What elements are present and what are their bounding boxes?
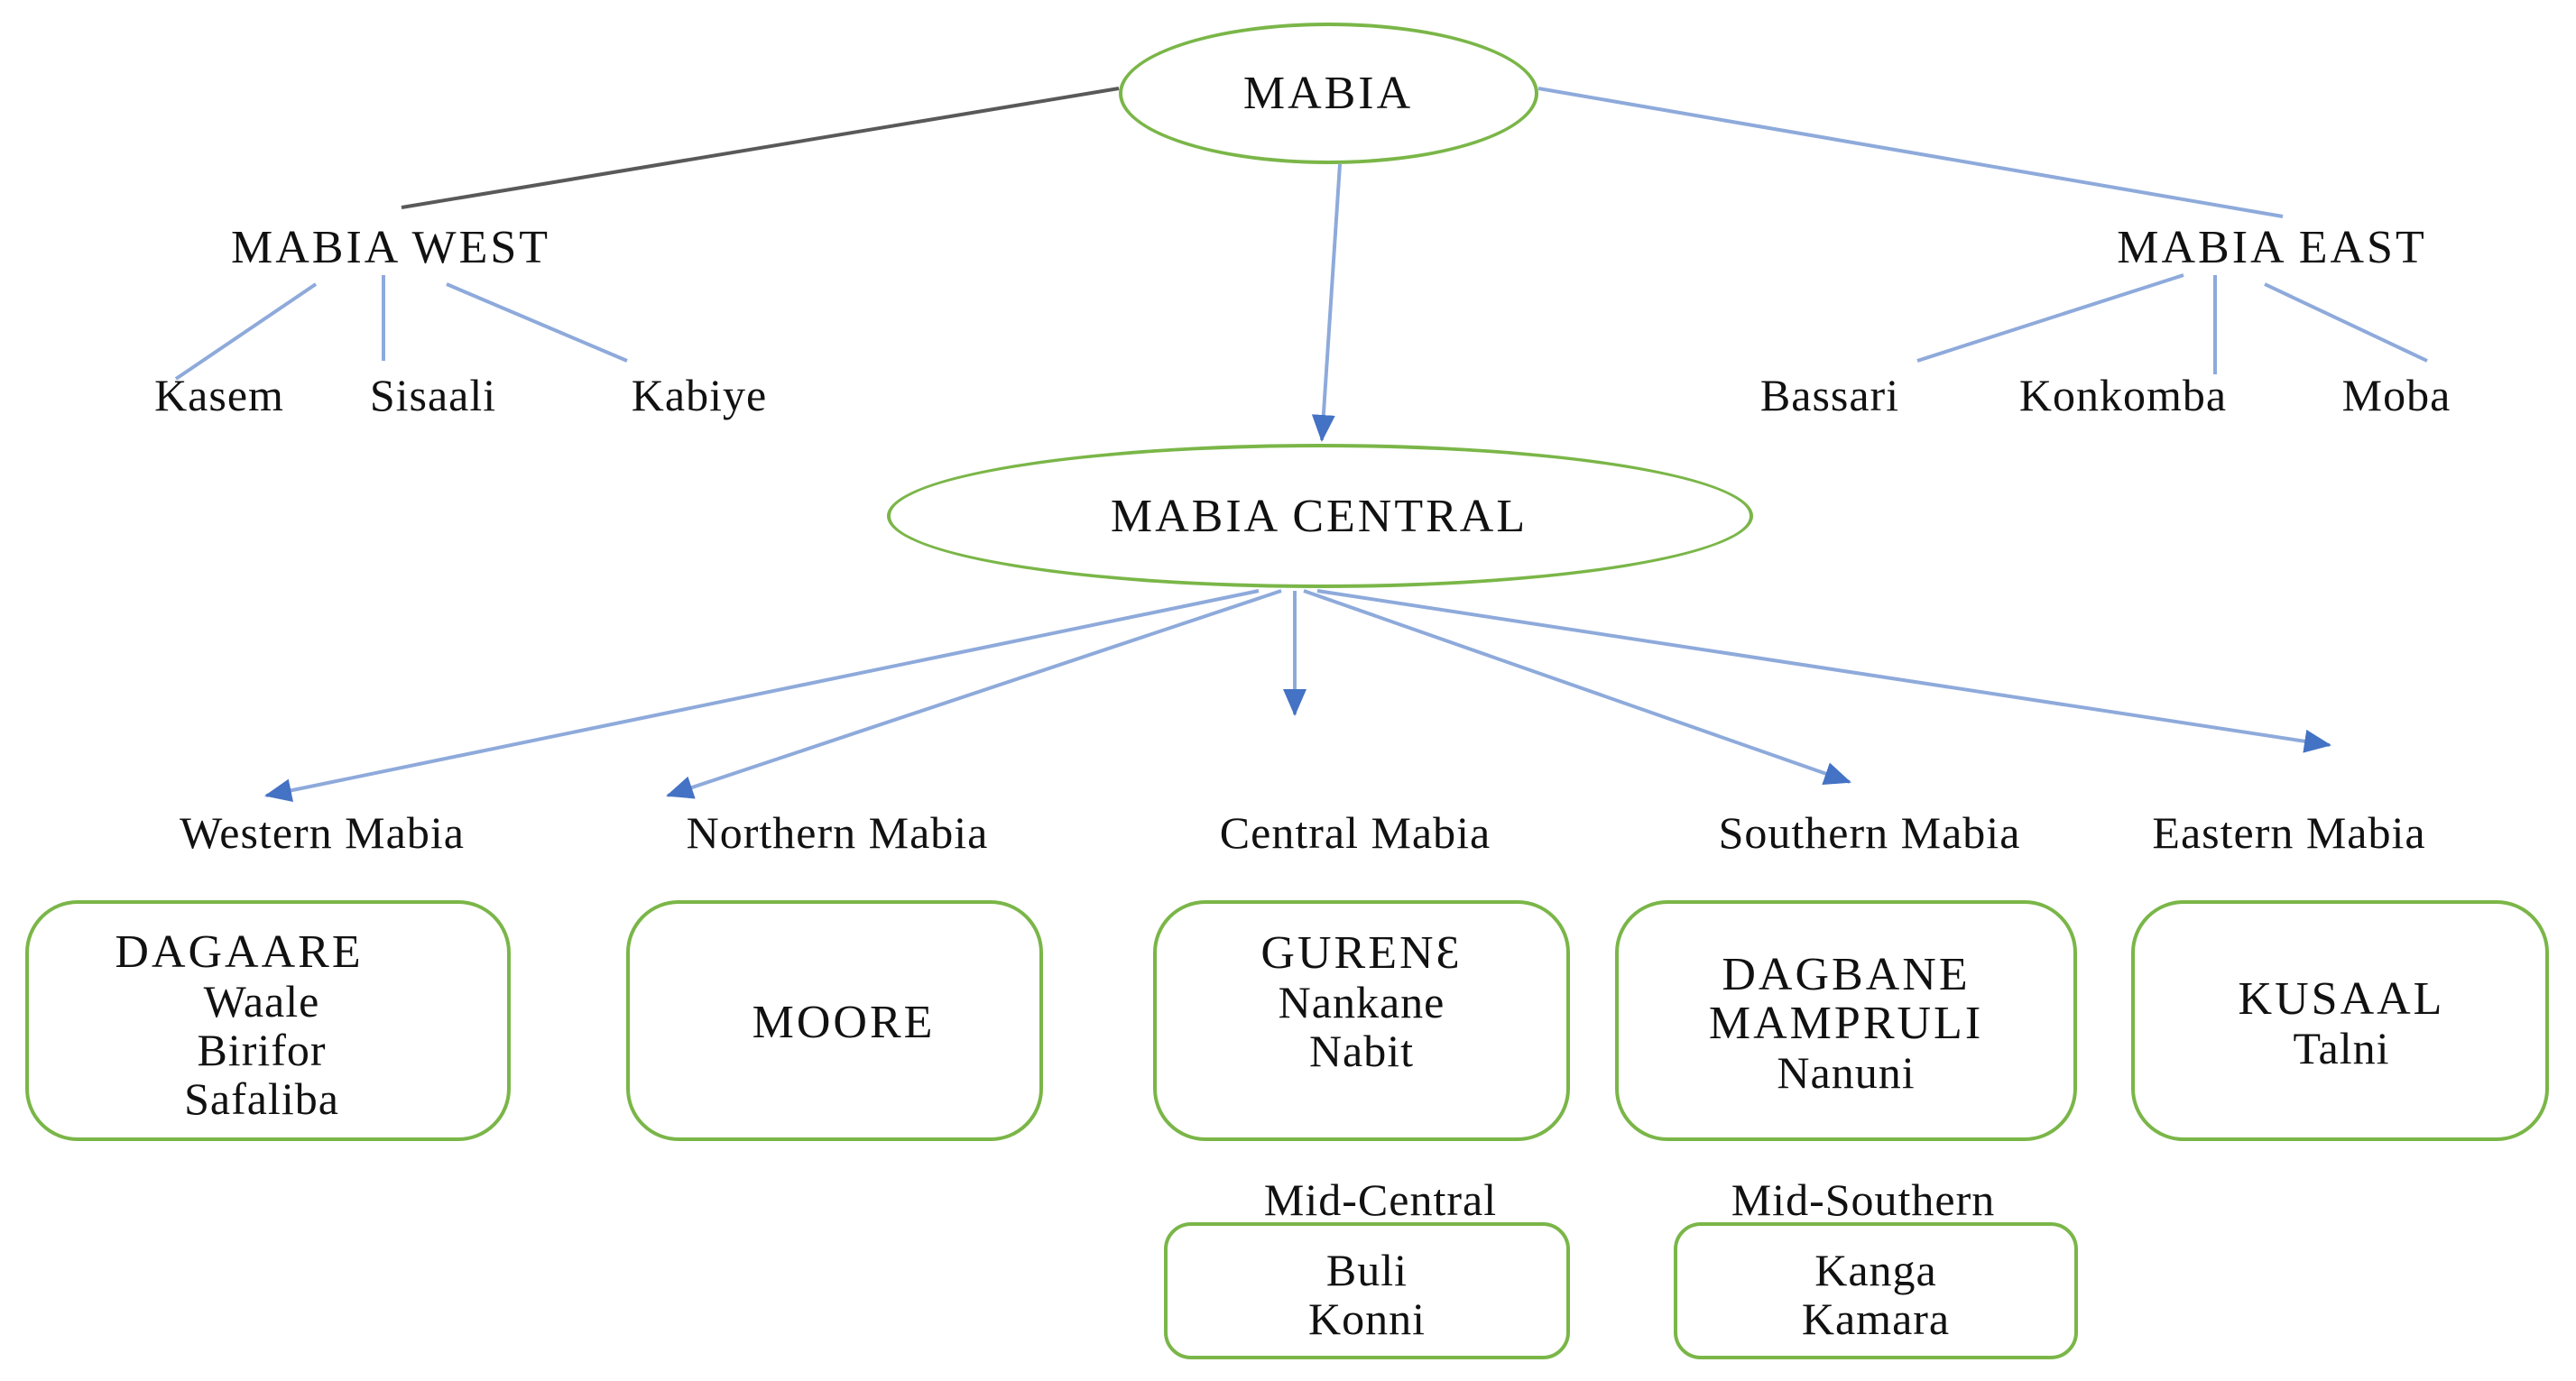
- language-talni: Talni: [2293, 1023, 2390, 1073]
- root-node: [1119, 23, 1538, 164]
- subgroup-label-mid-southern: Mid-Southern: [1731, 1174, 1996, 1225]
- branch-label-western: Western Mabia: [180, 807, 465, 858]
- central-node: [887, 444, 1753, 588]
- west-child-kabiye: Kabiye: [631, 370, 768, 420]
- language-dagaare: DAGAARE: [115, 926, 364, 978]
- subgroup-box-mid-central: [1164, 1222, 1570, 1359]
- central-to-western-arrow: [264, 589, 1260, 803]
- branch-box-central: [1153, 900, 1570, 1141]
- root-to-east-line: [1537, 87, 2284, 218]
- east-to-moba-line: [2264, 282, 2428, 363]
- branch-box-eastern-text: KUSAAL Talni: [2239, 975, 2445, 1073]
- central-label: MABIA CENTRAL: [1110, 491, 1528, 542]
- west-to-kabiye-line: [446, 282, 628, 363]
- central-to-southern-arrow: [1303, 589, 1851, 786]
- subgroup-label-mid-central: Mid-Central: [1263, 1174, 1498, 1225]
- language-safaliba: Safaliba: [184, 1073, 339, 1124]
- language-gurene: GURENƐ: [1260, 927, 1463, 979]
- branch-box-eastern: [2131, 900, 2549, 1141]
- east-child-moba: Moba: [2341, 370, 2451, 420]
- root-to-west-line: [401, 87, 1120, 209]
- language-kusaal: KUSAAL: [2238, 973, 2445, 1025]
- branch-box-southern-text: DAGBANE MAMPRULI Nanuni: [1708, 949, 1984, 1098]
- branch-box-central-text: GURENƐ Nankane Nabit: [1260, 927, 1463, 1076]
- east-child-bassari: Bassari: [1759, 370, 1900, 420]
- branch-box-northern-text: MOORE: [752, 999, 936, 1047]
- subgroup-box-mid-southern: [1674, 1222, 2078, 1359]
- language-dagbane: DAGBANE: [1722, 949, 1971, 1000]
- east-to-bassari-line: [1916, 273, 2184, 363]
- west-to-kasem-line: [174, 282, 318, 381]
- branch-label-eastern: Eastern Mabia: [2152, 807, 2426, 858]
- branch-label-northern: Northern Mabia: [686, 807, 989, 858]
- branch-box-western: [25, 900, 511, 1141]
- language-kamara: Kamara: [1801, 1294, 1951, 1344]
- language-buli: Buli: [1325, 1245, 1408, 1295]
- west-group-label: MABIA WEST: [230, 222, 551, 273]
- west-child-sisaali: Sisaali: [369, 370, 497, 420]
- branch-box-northern: [626, 900, 1043, 1141]
- language-nabit: Nabit: [1308, 1026, 1415, 1076]
- language-waale: Waale: [203, 976, 320, 1027]
- central-to-eastern-arrow: [1316, 589, 2331, 753]
- west-child-kasem: Kasem: [154, 370, 284, 420]
- central-to-northern-arrow: [666, 589, 1282, 799]
- branch-label-central: Central Mabia: [1219, 807, 1491, 858]
- language-birifor: Birifor: [197, 1025, 327, 1075]
- language-nanuni: Nanuni: [1777, 1047, 1916, 1098]
- language-kanga: Kanga: [1814, 1245, 1937, 1295]
- branch-box-western-text: DAGAARE Waale Birifor Safaliba: [115, 928, 385, 1124]
- root-label: MABIA: [1242, 68, 1414, 119]
- language-mampruli: MAMPRULI: [1708, 998, 1984, 1049]
- language-konni: Konni: [1308, 1294, 1426, 1344]
- branch-label-southern: Southern Mabia: [1718, 807, 2021, 858]
- subgroup-box-mid-central-text: Buli Konni: [1308, 1246, 1426, 1343]
- language-nankane: Nankane: [1278, 977, 1445, 1027]
- east-group-label: MABIA EAST: [2117, 222, 2427, 273]
- language-moore: MOORE: [752, 997, 936, 1048]
- branch-box-southern: [1615, 900, 2077, 1141]
- subgroup-box-mid-southern-text: Kanga Kamara: [1802, 1246, 1950, 1343]
- east-child-konkomba: Konkomba: [2018, 370, 2228, 420]
- root-to-central-arrow: [1311, 163, 1342, 442]
